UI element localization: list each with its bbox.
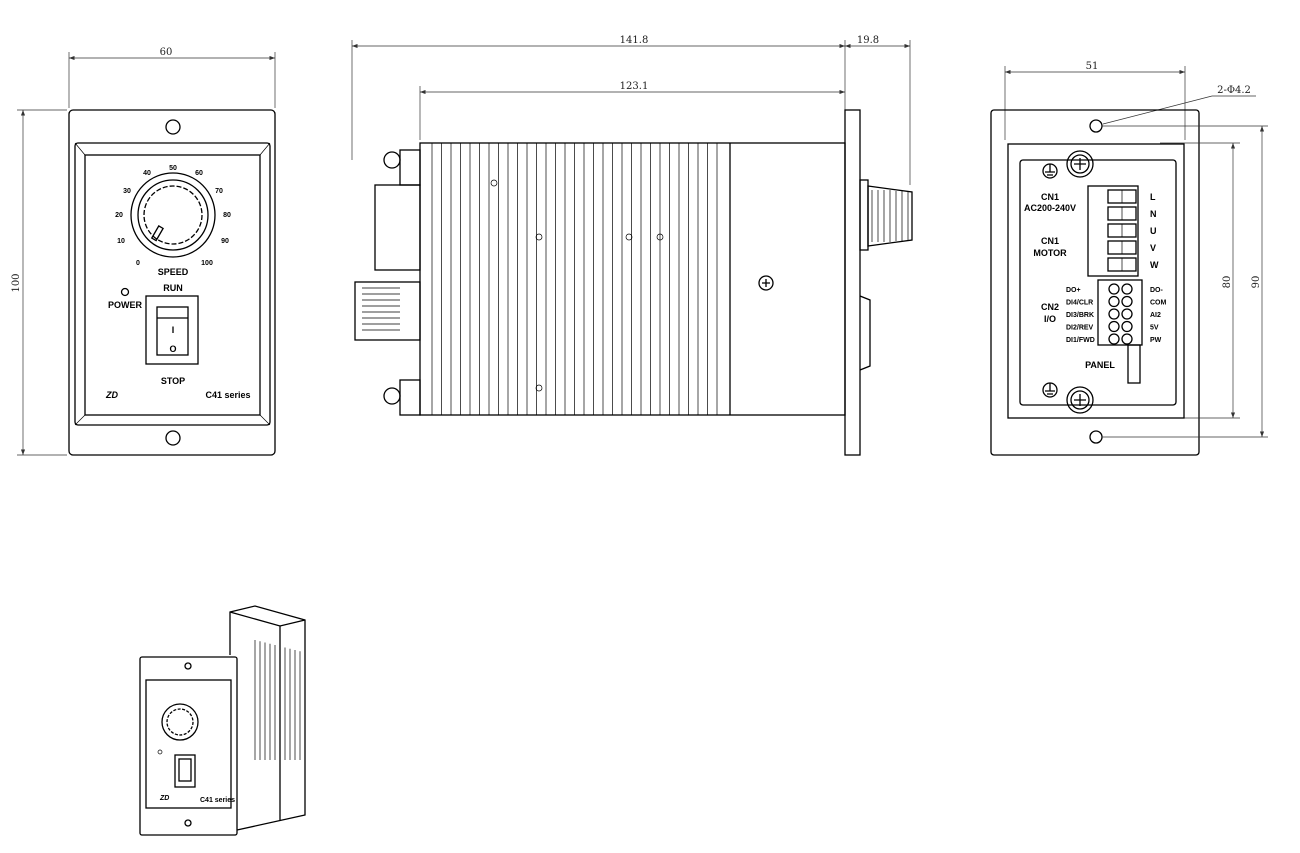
svg-text:40: 40 bbox=[143, 170, 151, 177]
rear-panel bbox=[1007, 143, 1185, 419]
cn1-voltage-label: AC200-240V bbox=[1024, 203, 1076, 213]
svg-text:20: 20 bbox=[115, 212, 123, 219]
cn2-left-pin-label: DI1/FWD bbox=[1066, 337, 1095, 344]
svg-text:10: 10 bbox=[117, 238, 125, 245]
rear-view: 51 2-Φ4.2 80 90 CN1 AC200-240V CN1 MOTOR… bbox=[990, 61, 1268, 456]
cn2-right-pin-label: 5V bbox=[1150, 325, 1159, 332]
dimension-width-60: 60 bbox=[68, 47, 276, 108]
switch-on-mark: I bbox=[172, 325, 175, 335]
cn2-right-pin-label: AI2 bbox=[1150, 312, 1161, 319]
dim-label-19-8: 19.8 bbox=[857, 35, 879, 46]
bezel bbox=[74, 142, 271, 426]
isometric-vents bbox=[254, 640, 301, 760]
screw-icon bbox=[1066, 386, 1094, 414]
cn2-terminal bbox=[1108, 333, 1120, 345]
speed-dial[interactable] bbox=[130, 172, 216, 258]
rear-plate bbox=[990, 109, 1200, 456]
series-label: C41 series bbox=[205, 390, 250, 400]
cn2-terminal bbox=[1108, 295, 1120, 308]
brand-logo: ZD bbox=[105, 390, 118, 400]
iso-brand-logo: ZD bbox=[159, 795, 169, 802]
power-label: POWER bbox=[108, 300, 143, 310]
power-led bbox=[120, 287, 130, 297]
cn2-terminal bbox=[1121, 295, 1133, 308]
panel-port bbox=[1127, 344, 1141, 384]
isometric-view: ZD C41 series bbox=[139, 605, 306, 836]
front-plate bbox=[68, 109, 276, 456]
cn2-terminal bbox=[1121, 333, 1133, 345]
side-view: 141.8 19.8 123.1 bbox=[351, 35, 913, 456]
cn1-pin-label: W bbox=[1150, 260, 1159, 270]
mount-hole-bottom bbox=[165, 430, 181, 446]
panel-label: PANEL bbox=[1085, 360, 1115, 370]
housing bbox=[419, 142, 846, 416]
svg-text:70: 70 bbox=[215, 188, 223, 195]
mount-hole-top bbox=[165, 119, 181, 135]
cn1-pin-label: V bbox=[1150, 243, 1156, 253]
dimension-width-51: 51 bbox=[1004, 61, 1186, 140]
svg-text:100: 100 bbox=[201, 260, 213, 267]
dim-label-51: 51 bbox=[1086, 61, 1099, 72]
dial-pointer bbox=[150, 225, 164, 242]
dimension-141-8: 141.8 19.8 bbox=[351, 35, 911, 185]
cn2-terminal bbox=[1108, 283, 1120, 295]
side-connectors bbox=[354, 149, 421, 416]
svg-text:0: 0 bbox=[136, 260, 140, 267]
screw-icon bbox=[1066, 150, 1094, 178]
cn2-terminal bbox=[1108, 320, 1120, 333]
cn1-pin-label: N bbox=[1150, 209, 1157, 219]
cn2-terminal bbox=[1121, 308, 1133, 320]
dim-label-141-8: 141.8 bbox=[620, 35, 649, 46]
side-switch bbox=[859, 295, 871, 371]
dimension-height-100: 100 bbox=[11, 109, 67, 456]
speed-label: SPEED bbox=[158, 267, 189, 277]
cn2-io-label: I/O bbox=[1044, 314, 1056, 324]
cn2-terminal bbox=[1108, 308, 1120, 320]
side-knob bbox=[859, 179, 913, 251]
ground-icon bbox=[1042, 382, 1058, 398]
cn2-left-pin-label: DI3/BRK bbox=[1066, 312, 1094, 319]
switch-off-mark: O bbox=[169, 344, 176, 354]
cn1-motor-sub-label: MOTOR bbox=[1033, 248, 1067, 258]
cn2-right-pin-label: PW bbox=[1150, 337, 1162, 344]
svg-text:90: 90 bbox=[221, 238, 229, 245]
iso-series-label: C41 series bbox=[200, 797, 235, 804]
cn2-left-pin-label: DO+ bbox=[1066, 287, 1081, 294]
dimension-123-1: 123.1 bbox=[419, 81, 845, 140]
front-face bbox=[84, 154, 261, 416]
cn2-label: CN2 bbox=[1041, 302, 1059, 312]
front-view: 60 100 0 10 20 30 40 50 60 70 80 bbox=[11, 47, 276, 456]
speed-scale: 0 10 20 30 40 50 60 70 80 90 100 bbox=[115, 165, 231, 267]
hole-spec-label: 2-Φ4.2 bbox=[1217, 85, 1251, 96]
dim-label-60: 60 bbox=[160, 47, 173, 58]
dim-label-90: 90 bbox=[1251, 276, 1262, 289]
screw-icon bbox=[758, 275, 774, 291]
stop-label: STOP bbox=[161, 376, 185, 386]
cn2-left-pin-label: DI2/REV bbox=[1066, 325, 1094, 332]
cn1-pin-label: L bbox=[1150, 192, 1156, 202]
cn2-right-pin-label: COM bbox=[1150, 300, 1167, 307]
side-flange bbox=[844, 109, 861, 456]
cn2-terminal bbox=[1121, 320, 1133, 333]
heatsink-fins bbox=[431, 143, 718, 415]
run-label: RUN bbox=[163, 283, 183, 293]
dim-label-123-1: 123.1 bbox=[620, 81, 649, 92]
dim-label-100: 100 bbox=[11, 273, 22, 292]
svg-text:80: 80 bbox=[223, 212, 231, 219]
cn1-motor-label: CN1 bbox=[1041, 236, 1059, 246]
ground-icon bbox=[1042, 163, 1058, 179]
cn2-right-pin-label: DO- bbox=[1150, 287, 1164, 294]
svg-text:60: 60 bbox=[195, 170, 203, 177]
dim-label-80: 80 bbox=[1222, 276, 1233, 289]
cn2-left-pin-label: DI4/CLR bbox=[1066, 300, 1093, 307]
run-stop-switch[interactable]: I O bbox=[145, 295, 199, 365]
cn2-terminal bbox=[1121, 283, 1133, 295]
cn1-power-label: CN1 bbox=[1041, 192, 1059, 202]
svg-text:50: 50 bbox=[169, 165, 177, 172]
svg-text:30: 30 bbox=[123, 188, 131, 195]
cn1-pin-label: U bbox=[1150, 226, 1157, 236]
